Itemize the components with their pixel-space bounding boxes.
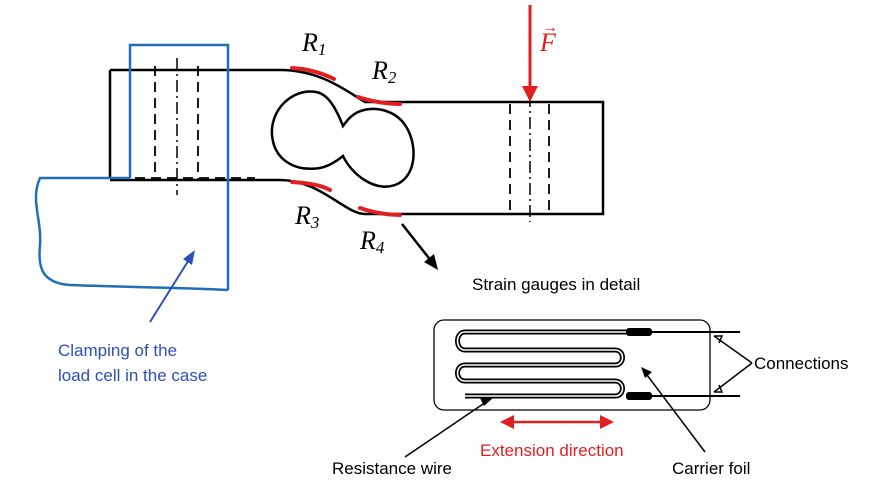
- connection-pad-top: [626, 328, 652, 336]
- load-cell-beam: [108, 68, 605, 216]
- carrier-foil-pointer: [641, 367, 706, 453]
- gauge-r2: [356, 95, 402, 106]
- force-label: → F: [540, 19, 558, 57]
- gauge-r4: [358, 206, 402, 217]
- connections-label: Connections: [754, 354, 849, 373]
- force-arrow: [522, 5, 538, 102]
- resistance-wire-path: [455, 329, 628, 399]
- detail-pointer-arrow: [401, 223, 438, 270]
- strain-detail-label: Strain gauges in detail: [472, 275, 641, 294]
- extension-direction-arrow: [500, 415, 614, 429]
- r4-label: R4: [360, 226, 385, 257]
- r2-label: R2: [372, 56, 397, 87]
- strain-gauge-detail: [433, 319, 740, 411]
- extension-direction-label: Extension direction: [480, 441, 624, 460]
- gauge-r3: [290, 180, 332, 192]
- clamp-housing: [34, 43, 230, 292]
- connection-pad-bottom: [626, 392, 652, 400]
- strain-gauges: [290, 66, 402, 217]
- r3-label: R3: [295, 201, 320, 232]
- r1-label: R1: [302, 28, 327, 59]
- gauge-r1: [290, 66, 336, 81]
- carrier-foil-rect: [433, 319, 711, 411]
- clamping-label-line2: load cell in the case: [58, 366, 208, 385]
- clamping-label-line1: Clamping of the: [58, 341, 178, 360]
- right-bolt-lines: [509, 104, 550, 212]
- connections-pointers: [713, 335, 753, 393]
- resistance-wire-pointer: [404, 397, 494, 458]
- carrier-foil-label: Carrier foil: [672, 459, 751, 478]
- left-bolt-lines: [135, 66, 255, 180]
- resistance-wire-label: Resistance wire: [332, 459, 452, 478]
- force-vector-mark: →: [542, 19, 558, 36]
- clamping-pointer-arrow: [149, 250, 195, 323]
